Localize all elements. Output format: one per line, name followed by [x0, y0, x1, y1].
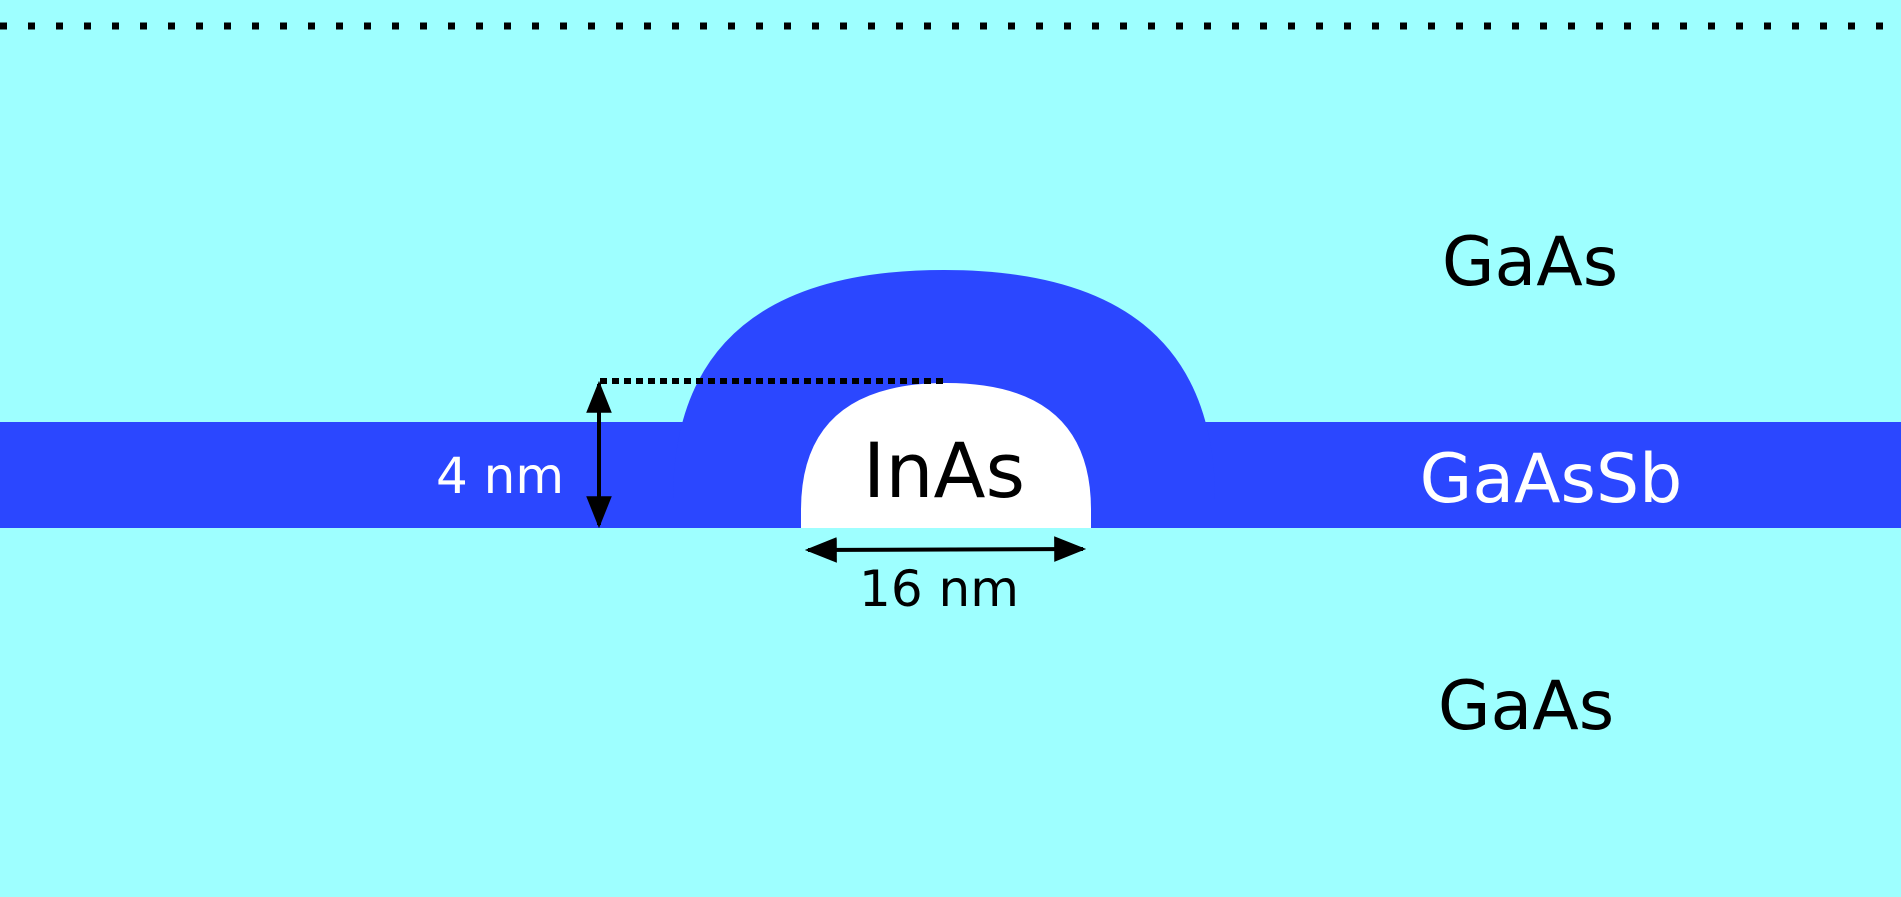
width-arrow	[804, 536, 1087, 563]
bottom-gaas-label: GaAs	[1438, 667, 1614, 746]
width-label: 16 nm	[859, 560, 1019, 618]
inas-quantum-dot	[801, 383, 1091, 528]
inas-label: InAs	[863, 426, 1025, 515]
height-label: 4 nm	[436, 447, 564, 505]
top-gaas-label: GaAs	[1442, 223, 1618, 302]
gaassb-label: GaAsSb	[1420, 440, 1683, 519]
